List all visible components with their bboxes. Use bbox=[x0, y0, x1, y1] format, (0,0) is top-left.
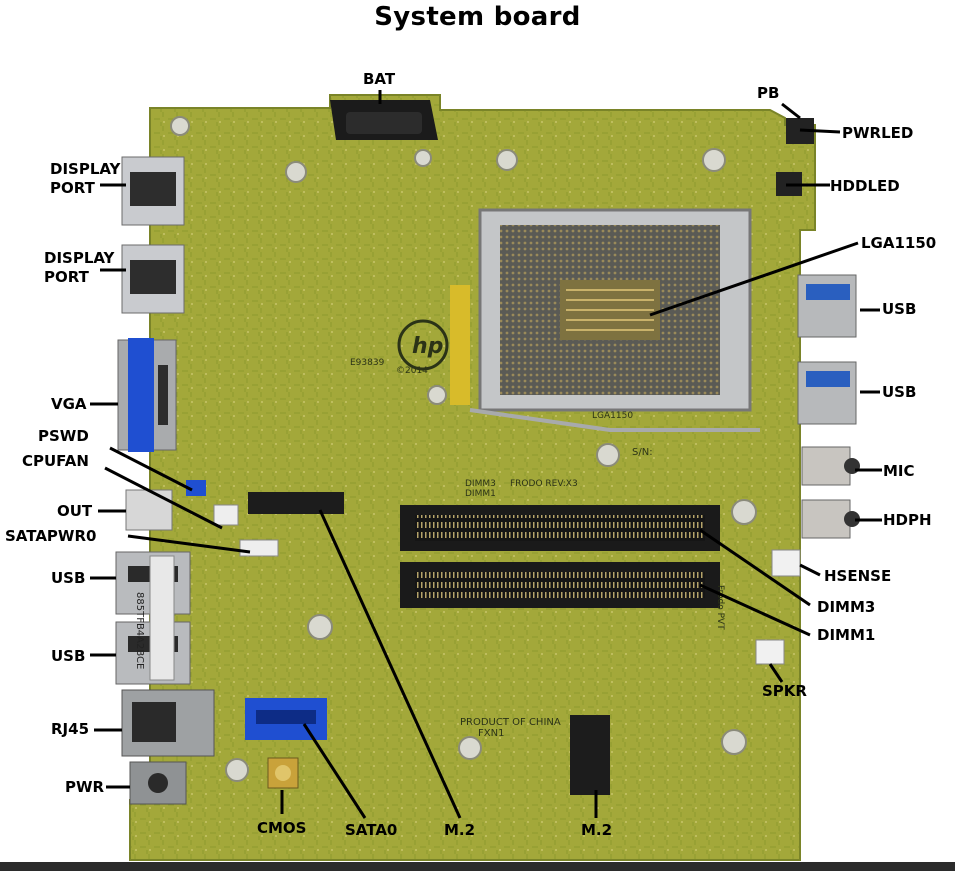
label-display-port-1: DISPLAY PORT bbox=[50, 160, 121, 197]
cmos-button bbox=[267, 757, 299, 789]
label-dimm3: DIMM3 bbox=[817, 598, 876, 616]
board-frodo-pvt: Frodo PVT bbox=[715, 585, 725, 630]
diagram-title: System board bbox=[374, 2, 581, 32]
label-cmos: CMOS bbox=[257, 819, 307, 837]
right-side-connectors bbox=[755, 118, 860, 665]
label-sata0: SATA0 bbox=[345, 821, 398, 839]
dimm-slots bbox=[400, 505, 720, 608]
board-sn: S/N: bbox=[632, 447, 653, 458]
board-markings: hp ©2014 E93839 FRODO REV:X3 DIMM3 DIMM1… bbox=[134, 319, 725, 739]
label-usb-right-2: USB bbox=[882, 383, 917, 401]
cpu-socket bbox=[450, 208, 760, 432]
board-dimm3: DIMM3 bbox=[465, 479, 496, 489]
label-m2-right: M.2 bbox=[581, 821, 613, 839]
label-usb-left-1: USB bbox=[51, 569, 86, 587]
audio-out-block bbox=[125, 489, 173, 531]
label-m2-left: M.2 bbox=[444, 821, 476, 839]
label-hsense: HSENSE bbox=[824, 567, 892, 585]
m2-slots bbox=[248, 492, 610, 795]
label-pwr: PWR bbox=[65, 778, 105, 796]
label-lga1150: LGA1150 bbox=[861, 234, 937, 252]
board-usb-sticker: 885TFB4A2BCE bbox=[134, 592, 145, 669]
battery-holder bbox=[330, 100, 438, 140]
label-pswd: PSWD bbox=[38, 427, 89, 445]
leader-lines bbox=[90, 90, 882, 819]
board-cert: E93839 bbox=[350, 358, 385, 368]
label-rj45: RJ45 bbox=[51, 720, 90, 738]
label-usb-right-1: USB bbox=[882, 300, 917, 318]
board-year: ©2014 bbox=[396, 366, 428, 376]
label-pwrled: PWRLED bbox=[842, 124, 914, 142]
rj45-connector bbox=[121, 689, 215, 757]
bottom-edge-strip bbox=[0, 862, 955, 871]
left-usb-connectors bbox=[115, 551, 191, 685]
vga-connector bbox=[117, 338, 177, 452]
display-port-connectors bbox=[121, 156, 185, 314]
board-frodo-rev: FRODO REV:X3 bbox=[510, 479, 578, 489]
board-product-of-china: PRODUCT OF CHINA bbox=[460, 717, 561, 728]
board-dimm1: DIMM1 bbox=[465, 489, 496, 499]
label-display-port-2: DISPLAY PORT bbox=[44, 249, 115, 286]
label-out: OUT bbox=[57, 502, 93, 520]
board-fxn: FXN1 bbox=[478, 728, 504, 739]
board-hp-logo: hp bbox=[412, 334, 443, 359]
label-pb: PB bbox=[757, 84, 780, 102]
label-satapwr0: SATAPWR0 bbox=[5, 527, 97, 545]
small-headers bbox=[186, 480, 279, 557]
label-cpufan: CPUFAN bbox=[22, 452, 89, 470]
label-hddled: HDDLED bbox=[830, 177, 900, 195]
board-socket: LGA1150 bbox=[592, 411, 633, 421]
label-usb-left-2: USB bbox=[51, 647, 86, 665]
sata0-connector bbox=[245, 698, 327, 740]
label-hdph: HDPH bbox=[883, 511, 932, 529]
power-jack bbox=[129, 761, 187, 805]
label-spkr: SPKR bbox=[762, 682, 807, 700]
label-bat: BAT bbox=[363, 70, 396, 88]
label-mic: MIC bbox=[883, 462, 915, 480]
label-dimm1: DIMM1 bbox=[817, 626, 876, 644]
label-vga: VGA bbox=[51, 395, 87, 413]
